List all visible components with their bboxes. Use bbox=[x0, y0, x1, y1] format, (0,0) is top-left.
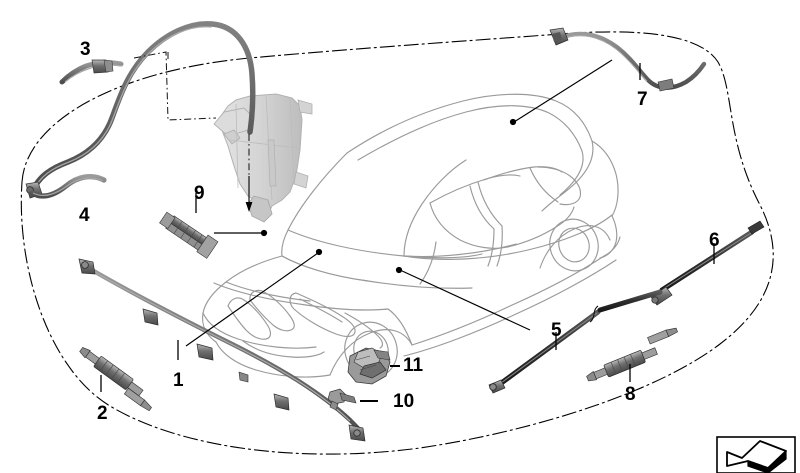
callout-label-7[interactable]: 7 bbox=[637, 89, 648, 110]
orientation-3d-icon bbox=[716, 436, 796, 473]
washer-hose-headlight bbox=[509, 27, 707, 126]
projection-lines-reservoir bbox=[133, 51, 250, 176]
washer-hose-front-assembly-part bbox=[78, 248, 366, 442]
hose-coupling-8-part bbox=[586, 327, 678, 382]
callout-label-3[interactable]: 3 bbox=[80, 39, 91, 60]
washer-pump-connector-part bbox=[159, 193, 268, 259]
boundary-dash-dot-loop bbox=[20, 31, 774, 455]
washer-hose-upper-assembly bbox=[25, 21, 256, 199]
callout-label-4[interactable]: 4 bbox=[79, 205, 90, 226]
vehicle-outline bbox=[201, 93, 621, 379]
callout-label-11[interactable]: 11 bbox=[403, 355, 424, 376]
washer-hose-rear-5-part bbox=[395, 266, 663, 394]
callout-label-5[interactable]: 5 bbox=[551, 320, 562, 341]
callout-label-9[interactable]: 9 bbox=[194, 183, 205, 204]
callout-label-10[interactable]: 10 bbox=[393, 391, 415, 412]
hose-coupling-2-part bbox=[79, 347, 152, 412]
retaining-clip-part bbox=[327, 388, 378, 411]
washer-fluid-reservoir bbox=[213, 93, 313, 223]
callout-label-6[interactable]: 6 bbox=[709, 230, 720, 251]
callout-label-2[interactable]: 2 bbox=[97, 403, 108, 424]
leader-arrow-reservoir bbox=[245, 176, 253, 212]
washer-hose-rear-6-part bbox=[650, 220, 765, 306]
callout-label-8[interactable]: 8 bbox=[625, 384, 636, 405]
callout-label-1[interactable]: 1 bbox=[173, 370, 184, 391]
hose-bracket-holder-part bbox=[347, 347, 400, 385]
